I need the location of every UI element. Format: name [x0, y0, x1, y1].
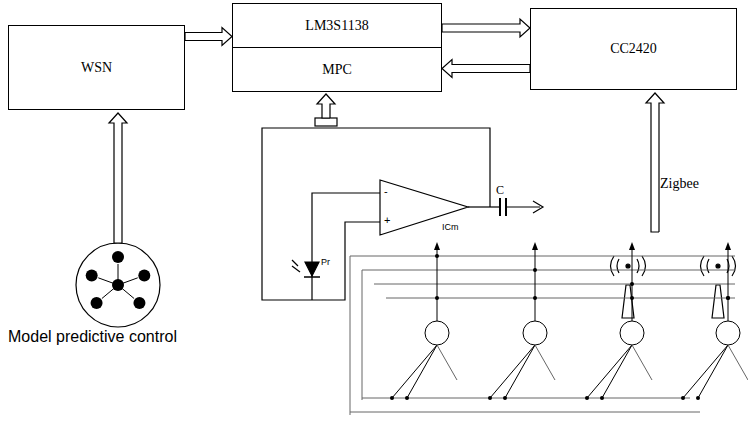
antenna-symbol [611, 256, 646, 318]
light-ray [292, 260, 298, 266]
protocol-label: Zigbee [660, 176, 699, 191]
grid-wire [392, 345, 437, 398]
hollow-arrow [646, 93, 664, 232]
network-node [112, 251, 124, 263]
grid-wire [350, 256, 735, 257]
box-label: CC2420 [610, 41, 657, 57]
junction-dot [390, 396, 394, 400]
caption-label: Model predictive control [8, 328, 177, 346]
sensor-grid [350, 242, 748, 415]
grid-wire [407, 345, 437, 398]
grid-wire [683, 345, 728, 398]
node-circle [425, 321, 449, 345]
network-node [86, 269, 98, 281]
grid-wire [535, 345, 555, 380]
hollow-arrow-connector [442, 60, 530, 78]
network-node [91, 297, 103, 309]
component-label: Pr [321, 258, 330, 268]
component-label: ICm [442, 223, 459, 233]
arrow-head [629, 242, 635, 250]
capacitor-symbol [499, 198, 501, 216]
junction-dot [630, 282, 634, 286]
junction-dot [726, 296, 730, 300]
antenna-symbol [701, 256, 736, 318]
link-line [118, 278, 138, 285]
junction-dot [696, 396, 700, 400]
node-circle [716, 321, 740, 345]
link-line [102, 285, 118, 298]
network-node [133, 297, 145, 309]
node-circle [523, 321, 547, 345]
box-label: WSN [81, 60, 112, 76]
grid-wire [535, 246, 536, 321]
grid-wire [374, 284, 735, 285]
junction-dot [488, 396, 492, 400]
process-box: WSN [8, 25, 185, 110]
grid-wire [362, 398, 690, 399]
junction-dot [630, 296, 634, 300]
link-line [118, 285, 134, 298]
junction-dot [600, 396, 604, 400]
arrow-head [434, 242, 440, 250]
junction-dot [681, 396, 685, 400]
grid-wire [602, 345, 632, 398]
feedback-wire [262, 128, 490, 300]
op-amp-symbol [380, 180, 468, 235]
grid-wire [728, 345, 748, 380]
network-node [138, 269, 150, 281]
grid-wire [437, 345, 457, 380]
junction-dot [726, 296, 730, 300]
junction-dot [533, 296, 537, 300]
junction-dot [435, 254, 439, 258]
star-network [86, 251, 151, 309]
node-circle [620, 321, 644, 345]
process-box: MPC [232, 47, 442, 92]
junction-dot [435, 296, 439, 300]
arrow-head [725, 242, 731, 250]
grid-wire [362, 270, 363, 400]
hollow-arrows [109, 93, 664, 243]
grid-wire [350, 256, 351, 415]
process-box: CC2420 [530, 8, 737, 90]
junction-dot [533, 268, 537, 272]
arrow-head [532, 242, 538, 250]
grid-wire [698, 345, 728, 398]
grid-wire [505, 345, 535, 398]
junction-dot [405, 396, 409, 400]
grid-wire [362, 270, 735, 271]
grid-wire [587, 345, 632, 398]
photodiode-symbol [305, 262, 319, 276]
network-circle [76, 243, 160, 327]
grid-wire [728, 246, 729, 321]
hollow-arrow-connector [442, 19, 530, 37]
component-label: C [496, 184, 504, 197]
junction-dot [503, 396, 507, 400]
link-line [118, 264, 119, 285]
hollow-arrow [317, 94, 335, 118]
component-label: + [384, 214, 390, 226]
wire [312, 193, 380, 300]
component-label: - [384, 185, 388, 197]
box-label: LM3S1138 [305, 18, 368, 34]
junction-dot [585, 396, 589, 400]
box-label: MPC [322, 62, 352, 78]
link-line [98, 278, 118, 285]
photodiode-symbol [304, 276, 320, 278]
hollow-arrow [109, 113, 127, 243]
wire [506, 206, 540, 207]
grid-wire [632, 345, 652, 380]
grid-wire [490, 345, 535, 398]
hollow-arrow-connector [185, 28, 232, 46]
grid-wire [350, 412, 700, 413]
light-ray [292, 266, 300, 272]
wire [468, 206, 500, 207]
output-arrow [533, 201, 543, 213]
process-box: LM3S1138 [232, 3, 442, 48]
connector-symbol [315, 118, 337, 126]
